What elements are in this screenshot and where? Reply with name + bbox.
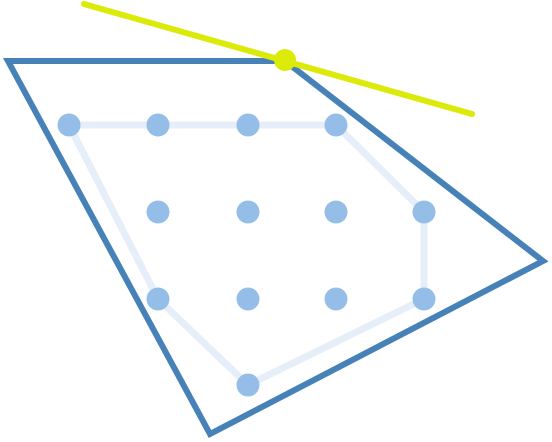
lattice-point: [412, 200, 436, 224]
tangent-point: [274, 49, 296, 71]
lattice-point: [324, 287, 348, 311]
lattice-point: [146, 200, 170, 224]
lattice-point: [236, 373, 260, 397]
lattice-point: [236, 200, 260, 224]
lattice-points: [57, 113, 436, 397]
lattice-point: [57, 113, 81, 137]
lattice-point: [236, 113, 260, 137]
outer-polygon: [2, 58, 549, 439]
lattice-point: [146, 113, 170, 137]
lattice-point: [146, 287, 170, 311]
lattice-point: [324, 200, 348, 224]
lattice-point: [412, 287, 436, 311]
lattice-point: [236, 287, 260, 311]
inner-convex-hull: [65, 121, 428, 389]
lattice-point: [324, 113, 348, 137]
